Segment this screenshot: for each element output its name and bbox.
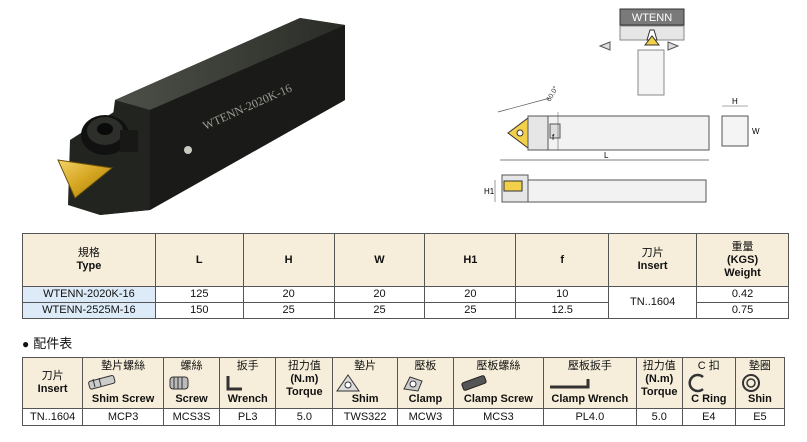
spec-cell-weight: 0.75	[696, 302, 789, 319]
spec-cell-w: 25	[333, 302, 426, 319]
diagram-dim-h1: H1	[484, 187, 495, 196]
parts-header-clamp-screw: 壓板螺絲 Clamp Screw	[452, 357, 544, 409]
spec-header-h1: H1	[424, 233, 517, 287]
shim-icon	[336, 374, 361, 392]
spec-header-l: L	[154, 233, 244, 287]
dimension-diagram: WTENN 60.0° L f H W H1	[484, 8, 760, 203]
spec-cell-h: 20	[242, 286, 335, 303]
spec-cell-f: 10	[515, 286, 610, 303]
spec-header-h: H	[242, 233, 335, 287]
parts-header-shim-screw: 墊片螺絲 Shim Screw	[82, 357, 164, 409]
parts-header-clamp-wrench: 壓板扳手 Clamp Wrench	[542, 357, 637, 409]
spec-cell-insert: TN..1604	[608, 286, 698, 319]
parts-table: 刀片 Insert 墊片螺絲 Shim Screw 螺絲 Screw 扳手 Wr…	[21, 357, 786, 426]
spec-header-w: W	[333, 233, 426, 287]
spec-cell-type: WTENN-2020K-16	[22, 286, 156, 303]
clamp-screw-icon	[461, 375, 487, 391]
spec-cell-type: WTENN-2525M-16	[22, 302, 156, 319]
washer-icon	[741, 374, 760, 392]
parts-section-title: ●配件表	[22, 336, 73, 351]
diagram-header-label: WTENN	[632, 12, 672, 24]
spec-cell-h1: 20	[424, 286, 517, 303]
clamp-icon	[403, 376, 423, 392]
spec-header-f: f	[515, 233, 610, 287]
parts-cell: E5	[734, 408, 786, 426]
parts-cell: MCP3	[82, 408, 164, 426]
diagram-angle-label: 60.0°	[545, 85, 560, 103]
parts-cell: PL4.0	[542, 408, 637, 426]
parts-header-insert: 刀片 Insert	[21, 357, 84, 409]
parts-header-washer: 墊圈 Shin	[734, 357, 786, 409]
parts-header-clamp: 壓板 Clamp	[396, 357, 454, 409]
spec-cell-w: 20	[333, 286, 426, 303]
parts-header-screw: 螺絲 Screw	[162, 357, 221, 409]
parts-cell: TWS322	[332, 408, 398, 426]
parts-header-wrench: 扳手 Wrench	[219, 357, 277, 409]
parts-header-shim: 墊片 Shim	[332, 357, 398, 409]
spec-cell-l: 150	[154, 302, 244, 319]
tool-holder-photo: WTENN-2020K-16	[57, 18, 345, 215]
parts-cell: 5.0	[275, 408, 334, 426]
diagram-dim-f: f	[552, 133, 555, 142]
screw-icon	[169, 376, 189, 390]
parts-header-c-ring: C 扣 C Ring	[681, 357, 736, 409]
spec-cell-h: 25	[242, 302, 335, 319]
parts-header-torque: 扭力值 (N.m) Torque	[275, 357, 334, 409]
diagram-dim-h: H	[732, 97, 738, 106]
diagram-dim-l: L	[604, 151, 609, 160]
shim-screw-icon	[88, 375, 116, 390]
bullet-icon: ●	[22, 337, 30, 351]
spec-cell-l: 125	[154, 286, 244, 303]
parts-cell: MCW3	[396, 408, 454, 426]
table-row: TN..1604 MCP3 MCS3S PL3 5.0 TWS322 MCW3 …	[21, 408, 786, 426]
table-row: WTENN-2020K-16 125 20 20 20 10 TN..1604 …	[22, 286, 789, 319]
spec-cell-f: 12.5	[515, 302, 610, 319]
parts-cell: TN..1604	[21, 408, 84, 426]
parts-header-row: 刀片 Insert 墊片螺絲 Shim Screw 螺絲 Screw 扳手 Wr…	[21, 357, 786, 409]
parts-cell: MCS3	[452, 408, 544, 426]
diagram-dim-w: W	[752, 127, 760, 136]
clamp-wrench-icon	[549, 379, 590, 389]
spec-cell-weight: 0.42	[696, 286, 789, 303]
parts-cell: E4	[681, 408, 736, 426]
parts-cell: PL3	[219, 408, 277, 426]
spec-cell-h1: 25	[424, 302, 517, 319]
parts-cell: 5.0	[635, 408, 683, 426]
parts-cell: MCS3S	[162, 408, 221, 426]
spec-header-weight: 重量(KGS)Weight	[696, 233, 789, 287]
parts-header-torque-2: 扭力值 (N.m) Torque	[635, 357, 683, 409]
table-row: WTENN-2525M-16 150 25 25 25 12.5 0.75	[22, 302, 789, 319]
wrench-icon	[226, 376, 243, 391]
c-ring-icon	[688, 373, 704, 393]
